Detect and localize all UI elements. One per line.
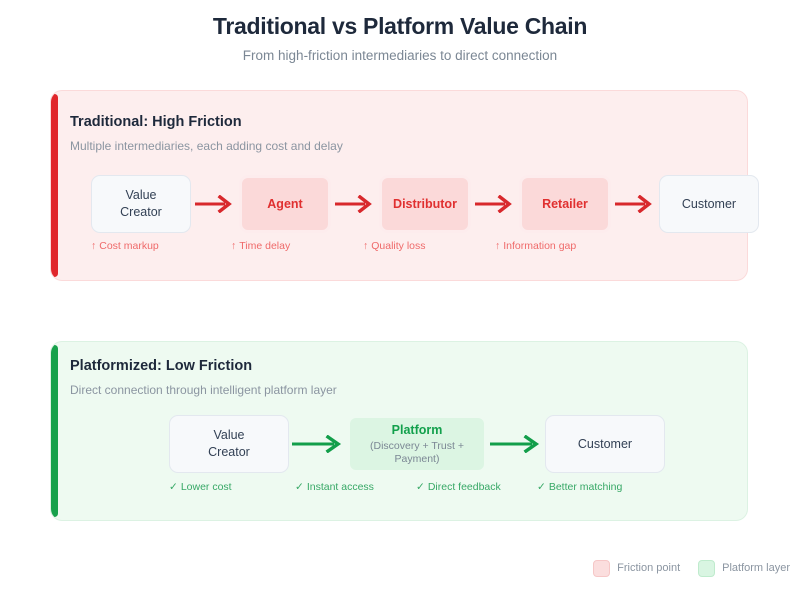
legend-label: Platform layer — [722, 561, 790, 574]
panel-title-platformized: Platformized: Low Friction — [70, 358, 253, 374]
node-value-creator-platform[interactable]: Value Creator — [169, 415, 289, 473]
caption-text: Quality loss — [371, 240, 426, 252]
node-customer-platform[interactable]: Customer — [545, 415, 665, 473]
legend-swatch-icon — [698, 560, 716, 577]
legend-item-friction-point: Friction point — [593, 560, 680, 577]
caption-text: Better matching — [548, 481, 623, 493]
page-header: Traditional vs Platform Value Chain From… — [0, 0, 800, 64]
panel-title-traditional: Traditional: High Friction — [70, 114, 242, 130]
node-label: Platform — [391, 422, 443, 437]
node-customer-traditional[interactable]: Customer — [659, 175, 759, 233]
caption-better-matching: ✓Better matching — [537, 481, 622, 494]
up-arrow-icon: ↑ — [363, 240, 369, 252]
node-agent[interactable]: Agent — [239, 175, 331, 233]
panel-header-platformized: Platformized: Low Friction Direct connec… — [70, 358, 337, 398]
caption-text: Information gap — [503, 240, 577, 252]
check-icon: ✓ — [537, 481, 546, 493]
legend: Friction point Platform layer — [593, 560, 790, 577]
captions-platformized: ✓Lower cost ✓Instant access ✓Direct feed… — [169, 481, 622, 494]
arrow-right-icon — [289, 435, 347, 453]
arrow-right-icon — [191, 195, 239, 213]
legend-label: Friction point — [617, 561, 681, 574]
check-icon: ✓ — [169, 481, 178, 493]
node-label: Agent — [267, 197, 303, 211]
check-icon: ✓ — [295, 481, 304, 493]
panel-header-traditional: Traditional: High Friction Multiple inte… — [70, 114, 343, 154]
up-arrow-icon: ↑ — [91, 240, 97, 252]
accent-bar-platformized — [51, 345, 58, 517]
caption-text: Instant access — [306, 481, 374, 493]
panel-subtitle-traditional: Multiple intermediaries, each adding cos… — [70, 139, 343, 154]
caption-time-delay: ↑Time delay — [231, 240, 363, 253]
accent-bar-traditional — [51, 94, 58, 277]
panel-subtitle-platformized: Direct connection through intelligent pl… — [70, 383, 337, 398]
up-arrow-icon: ↑ — [495, 240, 501, 252]
node-label: Retailer — [542, 197, 588, 211]
caption-quality-loss: ↑Quality loss — [363, 240, 495, 253]
caption-information-gap: ↑Information gap — [495, 240, 576, 253]
up-arrow-icon: ↑ — [231, 240, 237, 252]
node-label-line1: Value — [125, 188, 157, 203]
node-platform[interactable]: Platform (Discovery + Trust + Payment) — [347, 415, 487, 473]
captions-traditional: ↑Cost markup ↑Time delay ↑Quality loss ↑… — [91, 240, 576, 253]
node-sublabel: (Discovery + Trust + Payment) — [370, 439, 464, 465]
node-label-line1: Value — [213, 428, 245, 443]
flow-traditional: Value Creator Agent Distributor Retailer — [91, 175, 759, 233]
caption-cost-markup: ↑Cost markup — [91, 240, 231, 253]
node-value-creator-traditional[interactable]: Value Creator — [91, 175, 191, 233]
legend-item-platform-layer: Platform layer — [698, 560, 790, 577]
node-label: Distributor — [393, 197, 457, 211]
node-retailer[interactable]: Retailer — [519, 175, 611, 233]
page-subtitle: From high-friction intermediaries to dir… — [242, 47, 558, 63]
node-label-line2: Creator — [208, 445, 250, 459]
caption-lower-cost: ✓Lower cost — [169, 481, 295, 494]
caption-text: Time delay — [239, 240, 291, 252]
node-label: Customer — [681, 196, 737, 211]
caption-text: Cost markup — [99, 240, 159, 252]
caption-instant-access: ✓Instant access — [295, 481, 416, 494]
node-label: Customer — [577, 436, 633, 451]
caption-direct-feedback: ✓Direct feedback — [416, 481, 537, 494]
caption-text: Direct feedback — [427, 481, 501, 493]
arrow-right-icon — [331, 195, 379, 213]
legend-swatch-icon — [593, 560, 611, 577]
arrow-right-icon — [487, 435, 545, 453]
node-distributor[interactable]: Distributor — [379, 175, 471, 233]
page-title: Traditional vs Platform Value Chain — [212, 13, 588, 39]
caption-text: Lower cost — [180, 481, 232, 493]
check-icon: ✓ — [416, 481, 425, 493]
arrow-right-icon — [611, 195, 659, 213]
flow-platformized: Value Creator Platform (Discovery + Trus… — [169, 415, 665, 473]
node-label-line2: Creator — [120, 205, 162, 219]
arrow-right-icon — [471, 195, 519, 213]
